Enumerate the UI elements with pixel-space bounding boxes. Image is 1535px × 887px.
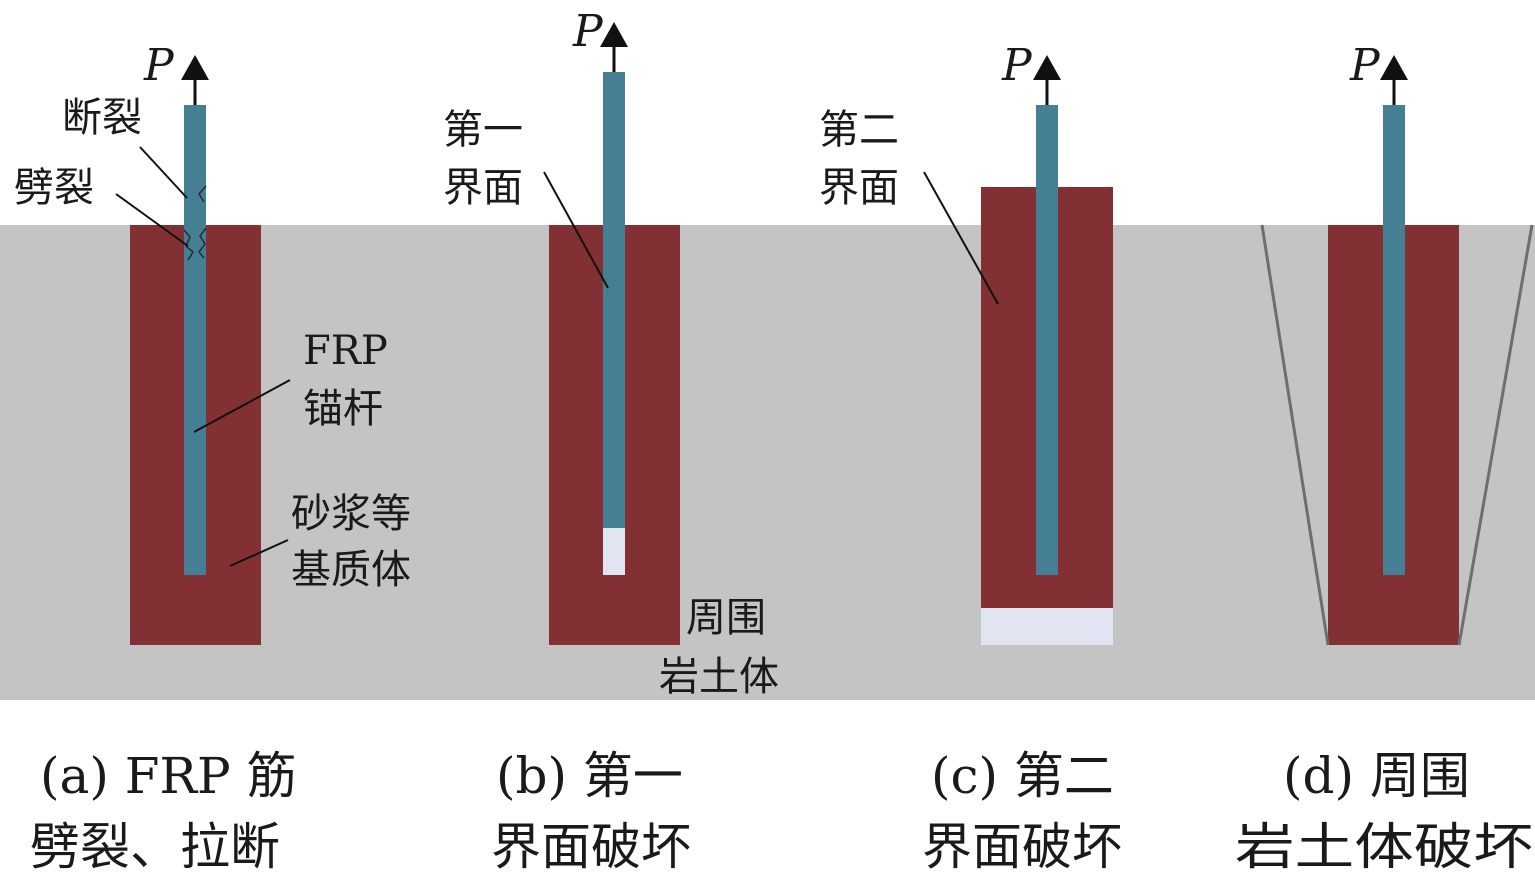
leader-first-interface — [543, 171, 609, 289]
caption-c-line1: (c) 第二 — [931, 747, 1114, 805]
load-arrow-head-c — [1033, 55, 1061, 80]
leader-frp — [193, 379, 291, 433]
failure-cone-left — [1260, 224, 1330, 646]
label-second-interface-2: 界面 — [819, 165, 899, 211]
caption-c-line2: 界面破坏 — [922, 818, 1122, 876]
leader-grout — [229, 539, 289, 567]
load-symbol-d: P — [1349, 40, 1381, 91]
label-grout: 砂浆等 — [291, 491, 411, 537]
label-first-interface-2: 界面 — [443, 165, 523, 211]
label-first-interface-1: 第一 — [443, 107, 523, 153]
label-fracture: 断裂 — [62, 95, 142, 141]
label-frp: FRP — [303, 328, 388, 374]
load-arrow-head-a — [181, 55, 209, 80]
load-symbol-c: P — [1001, 40, 1033, 91]
load-arrow-head-d — [1380, 55, 1408, 80]
load-symbol-a: P — [143, 40, 175, 91]
label-second-interface-1: 第二 — [819, 107, 899, 153]
label-matrix: 基质体 — [291, 547, 411, 593]
caption-d-line2: 岩土体破坏 — [1235, 818, 1533, 876]
caption-b-line1: (b) 第一 — [496, 747, 683, 805]
caption-b-line2: 界面破坏 — [491, 818, 691, 876]
caption-a-line1: (a) FRP 筋 — [40, 747, 297, 805]
frp-rod-b — [603, 72, 625, 528]
frp-rod-c — [1036, 105, 1058, 575]
load-symbol-b: P — [572, 6, 604, 57]
caption-d-line1: (d) 周围 — [1283, 747, 1470, 805]
label-soil-2: 岩土体 — [659, 654, 779, 700]
label-splitting: 劈裂 — [14, 165, 94, 211]
failure-cone-right — [1457, 224, 1534, 646]
caption-a-line2: 劈裂、拉断 — [30, 818, 280, 876]
panel-c: P 第二 界面 — [819, 40, 1113, 645]
leader-fracture — [139, 146, 188, 199]
panel-d: P — [1260, 40, 1534, 646]
panel-a: P 断裂 劈裂 FRP 锚杆 砂浆等 基质体 — [14, 40, 411, 645]
frp-rod-d — [1383, 105, 1405, 575]
captions: (a) FRP 筋 劈裂、拉断 (b) 第一 界面破坏 (c) 第二 界面破坏 … — [30, 747, 1533, 876]
leader-second-interface — [923, 171, 999, 305]
label-soil-1: 周围 — [686, 595, 766, 641]
leader-splitting — [115, 193, 189, 247]
panel-b: P 第一 界面 周围 岩土体 — [443, 6, 779, 700]
load-arrow-head-b — [600, 22, 628, 47]
crack-mark-a — [183, 185, 207, 261]
frp-rod-a — [184, 105, 206, 575]
label-anchor-rod: 锚杆 — [303, 386, 383, 432]
